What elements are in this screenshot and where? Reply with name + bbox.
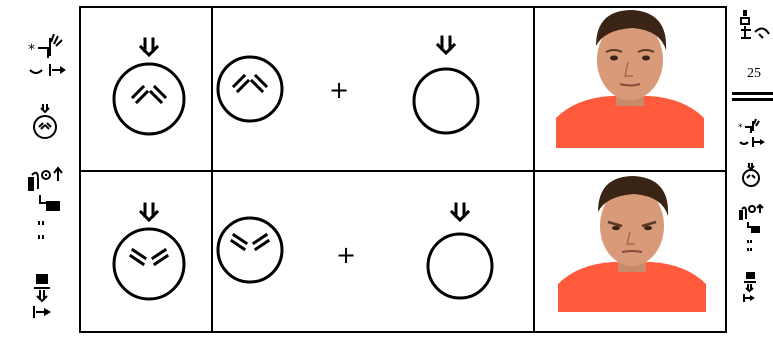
col-divider-2 bbox=[533, 6, 535, 333]
signwriting-contact-icon bbox=[26, 165, 70, 245]
signwriting-face-icon bbox=[740, 162, 762, 188]
plus-operator-row2: + bbox=[336, 241, 356, 269]
contact-symbol-row1 bbox=[404, 33, 484, 143]
photo-frowning-man-row2 bbox=[558, 172, 706, 312]
photo-frowning-man-row1 bbox=[556, 8, 704, 148]
left-margin-signwriting: * bbox=[18, 20, 73, 330]
combined-face-symbol-row2 bbox=[105, 200, 195, 310]
double-rule bbox=[732, 92, 773, 101]
signwriting-arrow-icon bbox=[30, 270, 60, 325]
signwriting-movement-icon: * bbox=[737, 118, 771, 150]
svg-text:*: * bbox=[738, 123, 743, 133]
signwriting-contact-icon bbox=[738, 204, 770, 304]
svg-text:*: * bbox=[28, 42, 35, 58]
plus-operator-row1: + bbox=[329, 76, 349, 104]
combined-face-symbol-row1 bbox=[105, 35, 195, 145]
contact-symbol-row2 bbox=[418, 200, 498, 310]
page-number: 25 bbox=[747, 66, 761, 82]
face-symbol-eyebrows-row2 bbox=[216, 213, 286, 288]
face-symbol-eyebrows-row1 bbox=[216, 52, 286, 127]
col-divider-1 bbox=[211, 6, 213, 333]
signwriting-hand-icon bbox=[737, 8, 771, 48]
signwriting-hand-movement-icon: * bbox=[26, 30, 68, 80]
signwriting-face-icon bbox=[30, 102, 60, 142]
